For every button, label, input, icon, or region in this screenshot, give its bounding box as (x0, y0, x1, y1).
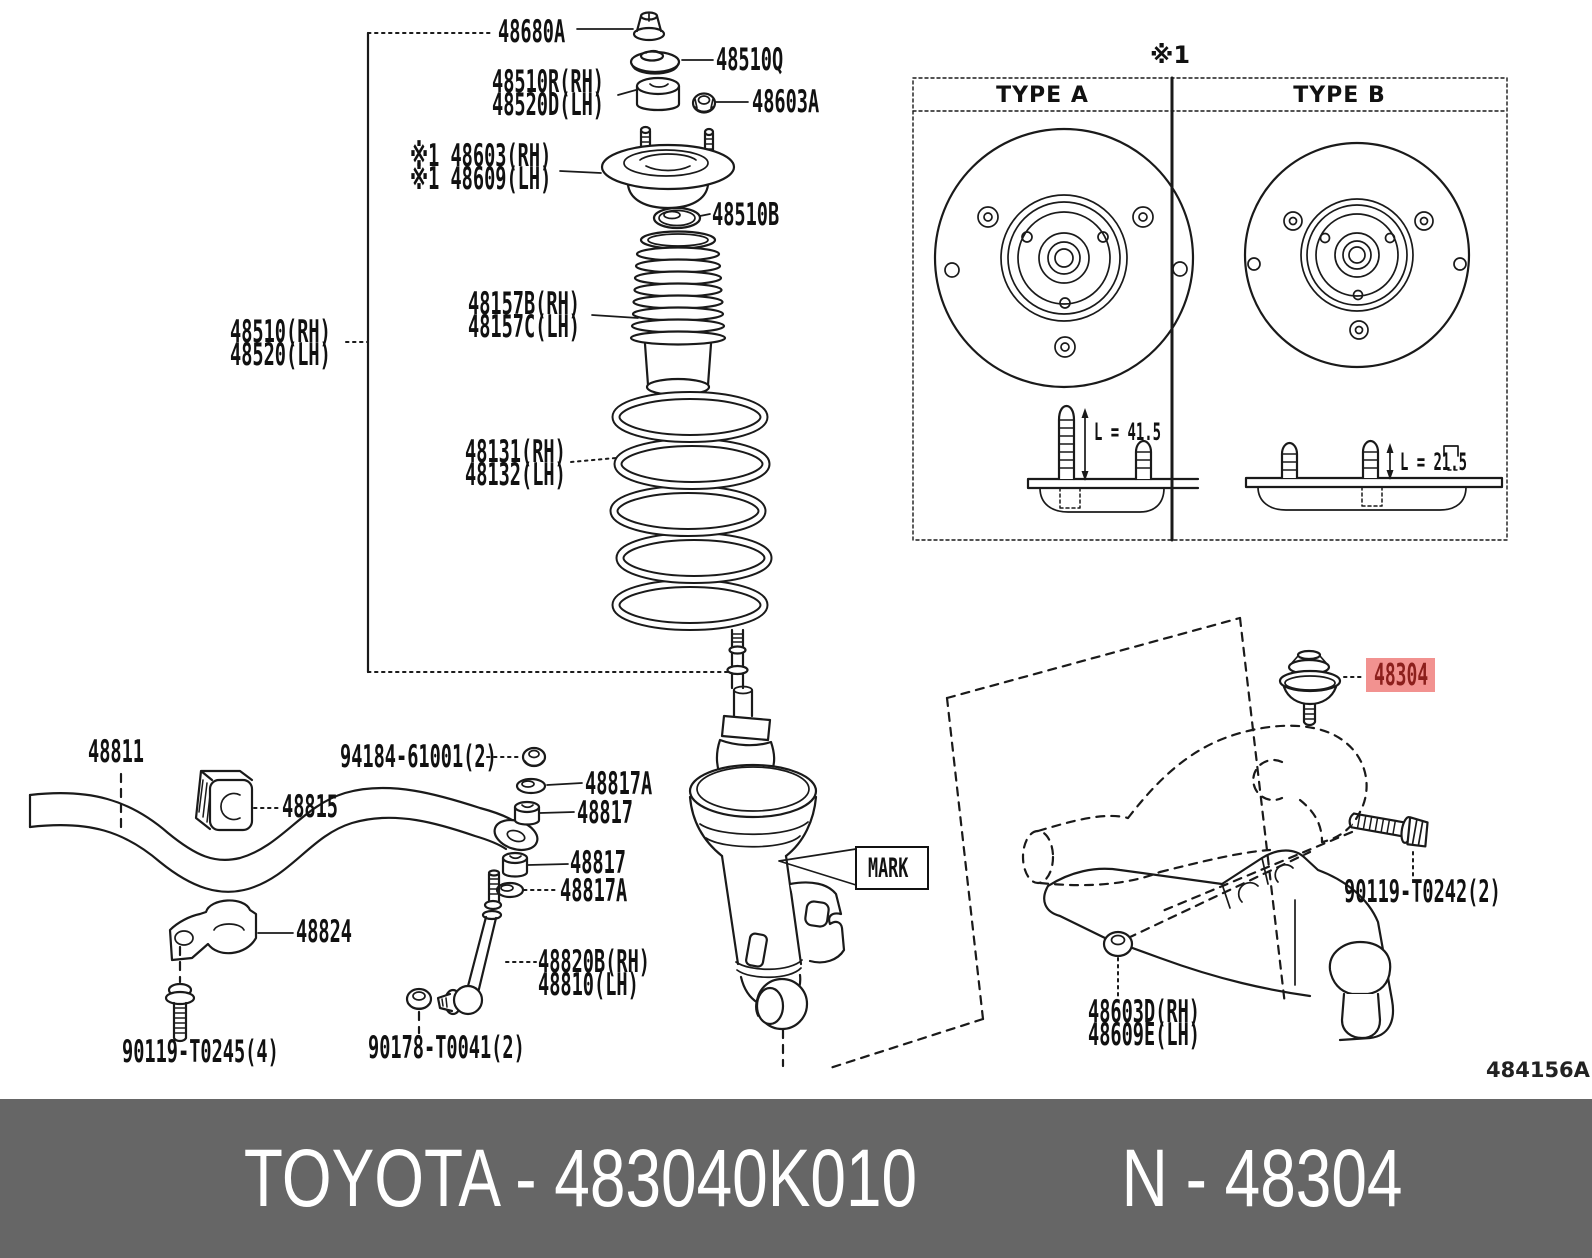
part-number-banner: TOYOTA - 483040K010 N - 48304 (0, 1099, 1592, 1258)
part-label-48157b: 48157B(RH) (468, 286, 580, 322)
bracket-48824-drawing (168, 899, 294, 984)
phantom-outline (828, 616, 1287, 1070)
bushing-48817-lower-drawing (501, 851, 569, 878)
part-label-90119-t0245: 90119-T0245(4) (122, 1034, 279, 1070)
banner-part-code: N - 48304 (1122, 1132, 1403, 1224)
nut-48603d-drawing (1102, 850, 1312, 997)
coil-spring-drawing (570, 391, 773, 631)
part-label-48132: 48132(LH) (465, 457, 566, 493)
inset-type-a-title: TYPE A (996, 83, 1089, 108)
bushing-48510r-drawing (617, 76, 681, 112)
diagram-line-art (28, 11, 1508, 1070)
part-label-48131: 48131(RH) (465, 434, 566, 470)
nut-94184-drawing (486, 746, 547, 768)
part-label-48811: 48811 (88, 734, 144, 770)
part-label-48817-upper: 48817 (577, 795, 633, 831)
part-label-48157c: 48157C(LH) (468, 309, 580, 345)
ball-joint-cover-48304-drawing (1278, 649, 1365, 727)
highlighted-part-label[interactable]: 48304 (1374, 658, 1429, 693)
part-label-48817-lower: 48817 (570, 845, 626, 881)
assembly-bracket-lines (345, 31, 732, 674)
mark-callout-lines (778, 848, 857, 886)
type-a-stud-drawing (1026, 404, 1200, 513)
part-label-48817a-upper: 48817A (585, 766, 653, 802)
washer-48817a-lower-drawing (495, 881, 559, 899)
nut-48603a-drawing (691, 92, 749, 114)
inset-note: ※1 (1150, 41, 1191, 69)
type-b-stud-drawing (1243, 141, 1504, 511)
link-48820b-drawing (436, 869, 537, 1016)
inset-table (912, 76, 1508, 542)
washer-48817a-upper-drawing (515, 777, 583, 795)
parts-diagram: 48680A 48510Q 48510R(RH) 48520D(LH) 4860… (28, 11, 1590, 1082)
inset-type-b-title: TYPE B (1293, 83, 1386, 108)
part-label-94184: 94184-61001(2) (340, 739, 497, 775)
nut-90178-drawing (405, 987, 433, 1035)
part-label-48603a: 48603A (752, 84, 820, 120)
washer-48510q-drawing (629, 49, 714, 75)
part-label-48609: ※1 48609(LH) (410, 161, 552, 197)
part-label-48603: ※1 48603(RH) (410, 138, 552, 174)
shock-absorber-drawing (688, 628, 846, 1068)
part-label-48520: 48520(LH) (230, 337, 331, 373)
dust-boot-drawing (591, 230, 727, 397)
part-label-48680a: 48680A (498, 14, 566, 50)
figure-ref-code: 484156A (1486, 1058, 1590, 1082)
part-label-48820b: 48820B(RH) (538, 944, 650, 980)
part-label-48510: 48510(RH) (230, 314, 331, 350)
bolt-90119-t0242-drawing (1158, 812, 1429, 914)
upper-control-arm-phantom-drawing (1021, 724, 1368, 887)
inset-dim-a: L = 41.5 (1094, 418, 1162, 446)
part-label-48609e: 48609E(LH) (1088, 1017, 1200, 1053)
part-label-48603d: 48603D(RH) (1088, 994, 1200, 1030)
part-label-48510q: 48510Q (716, 42, 784, 78)
mark-callout-box (855, 846, 929, 890)
part-label-90119-t0242: 90119-T0242(2) (1344, 874, 1501, 910)
bushing-48815-drawing (194, 769, 280, 832)
part-label-48520d: 48520D(LH) (492, 87, 604, 123)
part-label-48510b: 48510B (712, 197, 780, 233)
part-label-48510r: 48510R(RH) (492, 64, 604, 100)
stabilizer-bar-drawing (28, 772, 539, 893)
part-label-48824: 48824 (296, 914, 352, 950)
nut-48680a-drawing (576, 11, 666, 42)
inset-dim-b: L = 21.5 (1400, 448, 1468, 476)
lower-control-arm-drawing (1043, 849, 1395, 1042)
part-label-48817a-lower: 48817A (560, 873, 628, 909)
part-label-90178-t0041: 90178-T0041(2) (368, 1030, 525, 1066)
strut-support-drawing (559, 125, 736, 210)
banner-part-number: TOYOTA - 483040K010 (244, 1132, 918, 1224)
bolt-90119-t0245-drawing (164, 982, 196, 1043)
type-a-mount-drawing (933, 127, 1195, 389)
part-label-48810: 48810(LH) (538, 967, 639, 1003)
part-label-48815: 48815 (282, 789, 338, 825)
mark-callout-label: MARK (868, 853, 909, 884)
bearing-48510b-drawing (652, 206, 711, 230)
highlighted-part-box[interactable] (1366, 658, 1435, 692)
bushing-48817-upper-drawing (513, 800, 575, 826)
